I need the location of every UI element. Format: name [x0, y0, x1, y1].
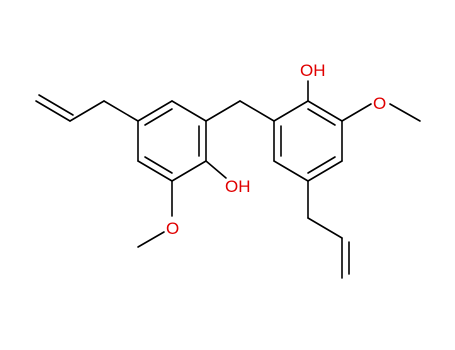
bond [171, 160, 207, 182]
bond [239, 100, 275, 122]
bond [307, 100, 343, 122]
bond [137, 160, 173, 182]
oh-label-left: OH [225, 177, 251, 196]
bond [38, 94, 74, 116]
bond [205, 160, 227, 179]
methylene-bridge [205, 100, 275, 122]
bond [69, 100, 105, 122]
left-hydroxyl-group: OH [205, 160, 251, 196]
bond [273, 100, 309, 122]
right-allyl-group [307, 180, 350, 279]
right-benzene-ring [273, 100, 343, 182]
bond [144, 108, 173, 126]
bond [205, 100, 241, 122]
right-hydroxyl-group: OH [300, 61, 326, 102]
bond [307, 160, 343, 182]
bond [307, 108, 336, 126]
bond [137, 100, 173, 122]
bond [35, 100, 71, 122]
bond [307, 156, 336, 174]
o-label-right-methoxy: O [373, 94, 386, 113]
oh-label-right: OH [300, 61, 326, 80]
o-label-left-methoxy: O [166, 219, 179, 238]
right-methoxy-group: O [341, 94, 421, 122]
bond [307, 217, 343, 239]
left-benzene-ring [137, 100, 207, 182]
bond [341, 103, 372, 122]
left-methoxy-group: O [137, 180, 179, 248]
bond [171, 100, 207, 122]
bond [389, 103, 421, 122]
bond [137, 231, 165, 248]
left-allyl-group [35, 94, 139, 122]
bond [144, 156, 173, 174]
bond [273, 160, 309, 182]
bond [103, 100, 139, 122]
